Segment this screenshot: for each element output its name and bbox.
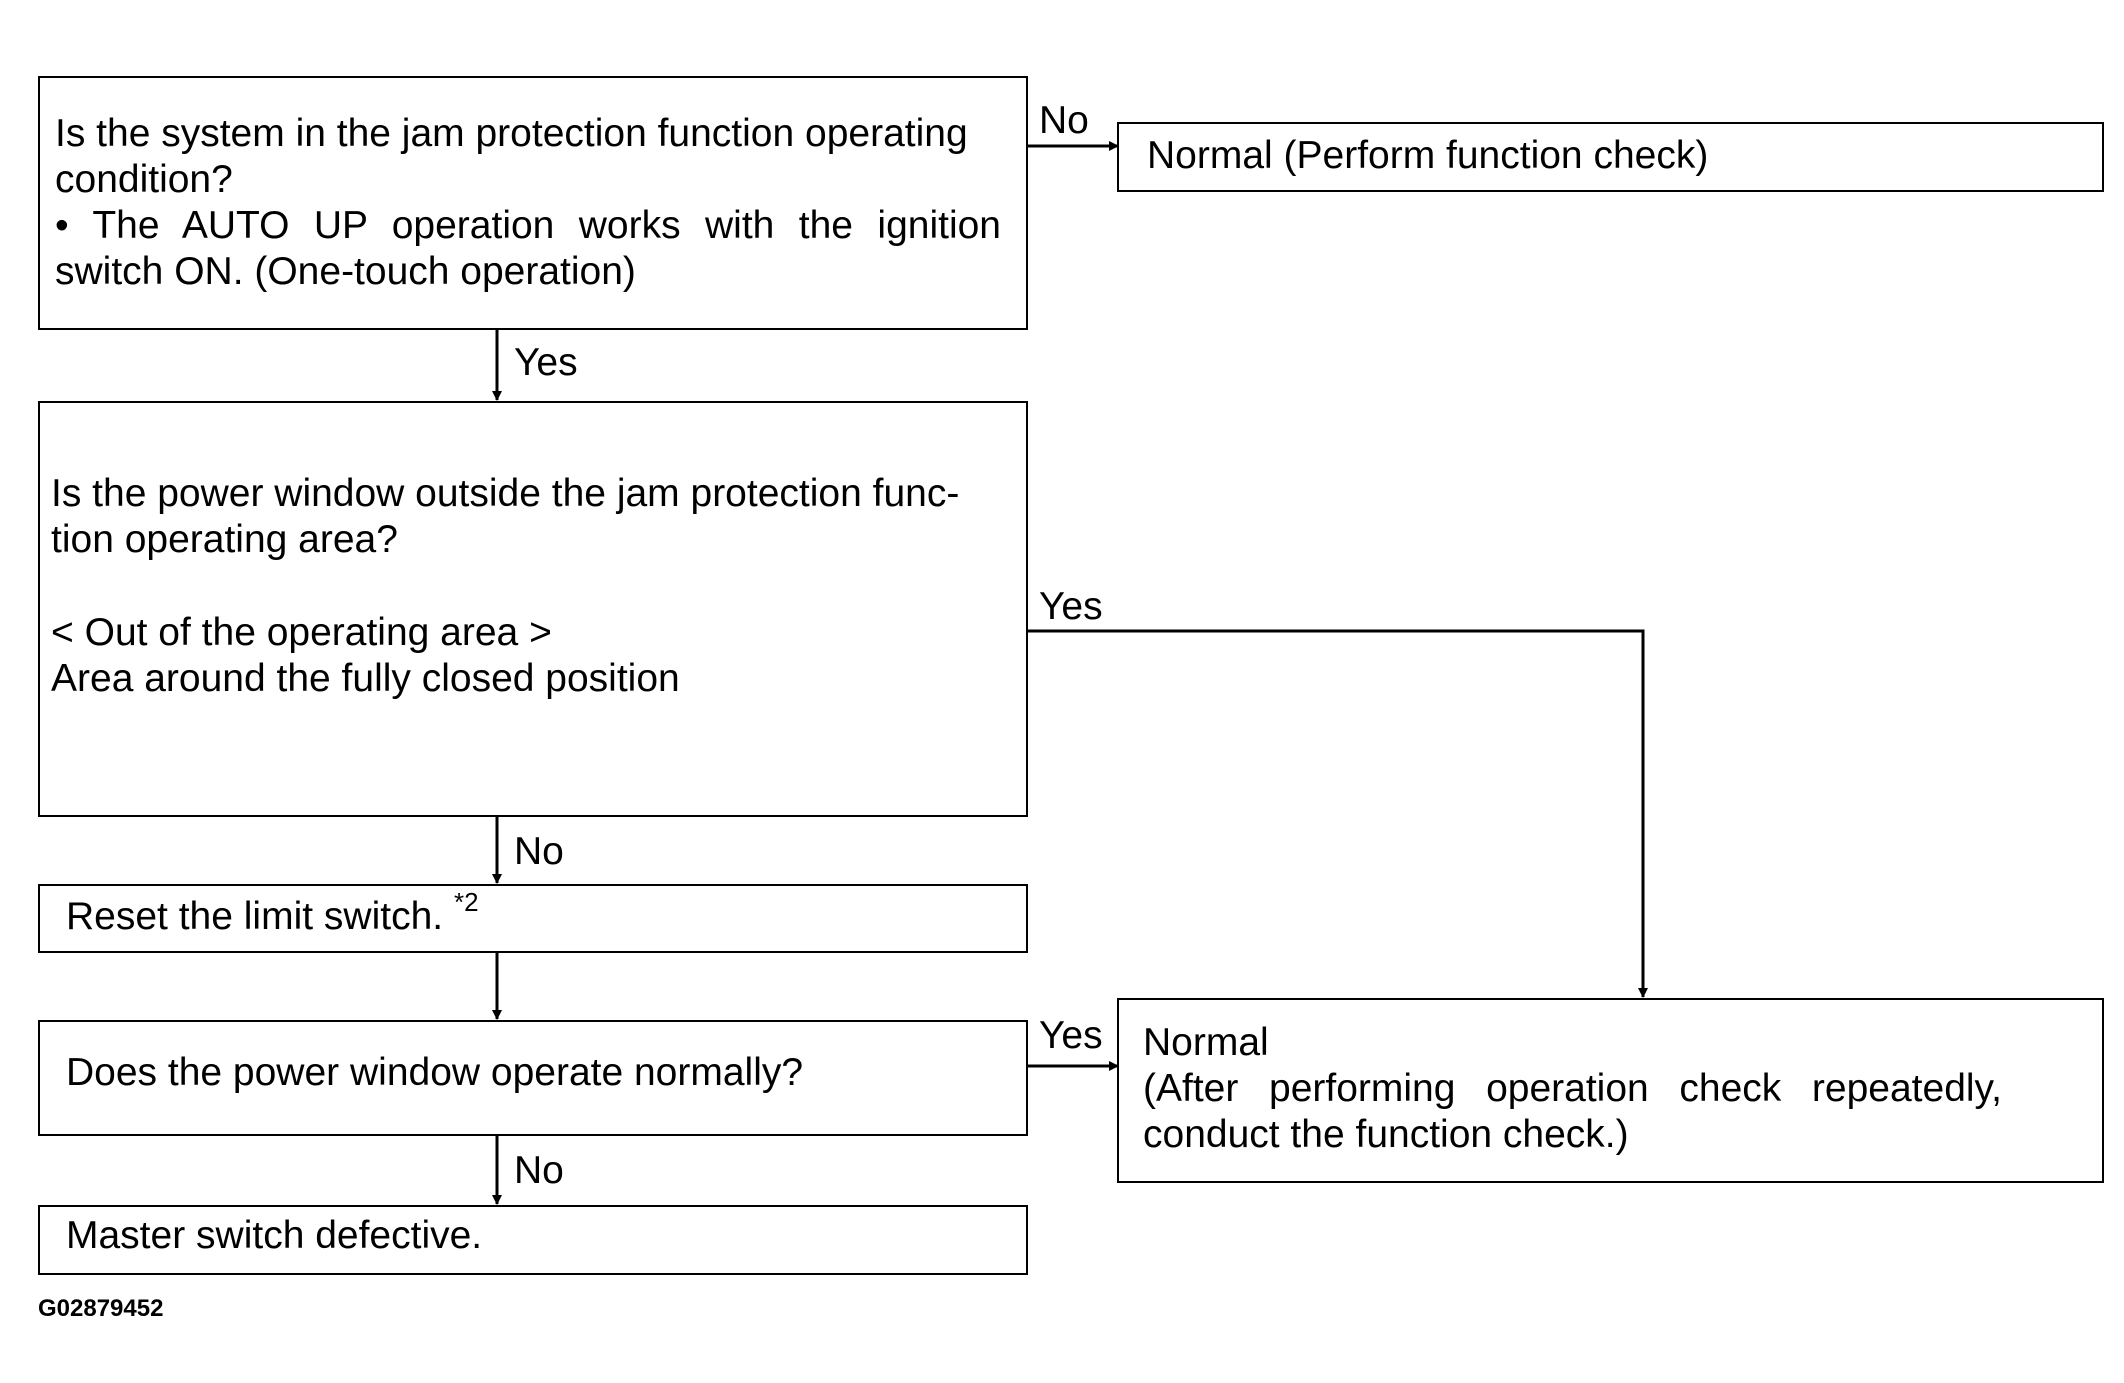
label-q1-yes: Yes [514,341,578,384]
label-q1-no: No [1039,99,1089,142]
defective-text: Master switch defective. [66,1214,483,1257]
q1-line2: condition? [55,158,233,201]
normal-function-check-text: Normal (Perform function check) [1147,134,1709,177]
defective-box [38,1205,1028,1275]
figure-code: G02879452 [38,1295,164,1322]
normal-operation-line3: conduct the function check.) [1143,1113,1629,1156]
q1-line1: Is the system in the jam protection func… [55,112,968,155]
q3-box [38,1020,1028,1136]
reset-note: *2 [453,887,479,917]
q2-line3: < Out of the operating area > [51,611,552,654]
normal-operation-box [1117,998,2104,1183]
label-q2-no: No [514,830,564,873]
normal-function-check-box [1117,122,2104,192]
normal-operation-line1: Normal [1143,1021,1269,1064]
reset-label: Reset the limit switch. [66,895,444,938]
q2-line2: tion operating area? [51,518,398,561]
label-q3-yes: Yes [1039,1014,1103,1057]
q2-box [38,401,1028,817]
normal-operation-line2: (After performing operation check repeat… [1143,1067,2002,1110]
q2-line1: Is the power window outside the jam prot… [51,472,960,515]
arrow-q2-yes [1027,629,1648,998]
q1-box [38,76,1028,330]
q3-text: Does the power window operate normally? [66,1051,804,1094]
q1-bullet: • The AUTO UP operation works with the i… [55,204,1001,293]
q2-line4: Area around the fully closed position [51,657,680,700]
reset-box [38,884,1028,953]
reset-text: Reset the limit switch. *2 [66,889,479,940]
label-q3-no: No [514,1149,564,1192]
label-q2-yes: Yes [1039,585,1103,628]
